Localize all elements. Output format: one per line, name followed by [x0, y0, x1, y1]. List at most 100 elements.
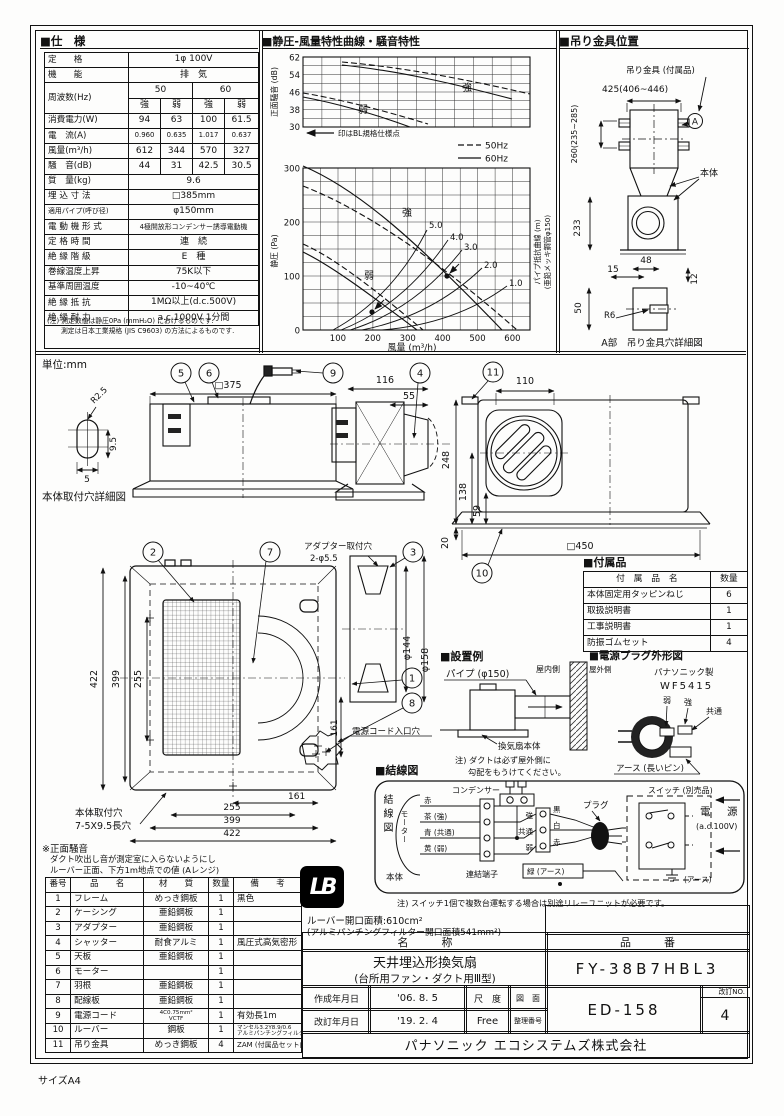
spec-value: 0.637: [223, 127, 260, 145]
adapter-hole-label2: 2-φ5.5: [310, 554, 338, 564]
parts-header-note: 備 考: [233, 877, 302, 893]
leader: [669, 176, 700, 187]
install-section-title: ■設置例: [440, 650, 484, 663]
spec-value: 1φ 100V: [127, 51, 260, 69]
accessory-qty: 4: [709, 635, 749, 652]
part-name: フレーム: [70, 891, 145, 908]
part-note: [233, 993, 302, 1010]
bracket-caption: A部 吊り金具穴詳細図: [601, 337, 703, 349]
dim-399: 399: [111, 670, 122, 688]
dim-59: 59: [472, 505, 483, 517]
balloon-1: 1: [409, 674, 415, 685]
part-qty: 1: [207, 1022, 235, 1039]
plug-glyph: [591, 822, 609, 850]
part-no: 5: [44, 949, 72, 966]
dim-255b: 255: [223, 803, 240, 813]
bracket-front-view: [620, 195, 686, 255]
part-mat: 耐食アルミ: [143, 935, 209, 951]
power-cord-glyph: [249, 365, 300, 405]
balloon-3: 3: [410, 548, 416, 559]
r6-label: R6: [604, 311, 615, 321]
part-no: 9: [44, 1008, 72, 1024]
pressure-axis-ticks: 300 200 100 0: [284, 165, 300, 337]
noise-strong-label: 強: [462, 81, 472, 94]
part-no: 2: [44, 906, 72, 922]
accessory-qty: 1: [709, 619, 749, 636]
part-no: 6: [44, 964, 72, 981]
switch-dashed-box: [626, 795, 712, 881]
sheet-frame-outer: [30, 25, 753, 1064]
outdoor-label: 屋外側: [589, 664, 612, 674]
chart-section-title: ■静圧-風量特性曲線・騒音特性: [262, 33, 556, 49]
dimension-drawings: R2.5 9.5 5 本体取付穴詳細図 □375: [42, 361, 745, 908]
accessories-table: 付 属 品 名 数量 本体固定用タッピンねじ 6 取扱説明書 1 工事説明書 1…: [583, 571, 749, 652]
divider: [259, 30, 260, 353]
noise-tick: 54: [289, 71, 300, 81]
parts-header-mat: 材 質: [143, 877, 209, 893]
pq-fan-curves: [302, 165, 518, 331]
spec-label: 風量(m³/h): [44, 143, 129, 160]
part-mat: 亜鉛鋼板: [143, 993, 209, 1010]
part-note: ZAM (付属品セット内): [233, 1037, 302, 1054]
adapter-detail: φ144 φ158 アダプター取付穴 2-φ5.5 161 電源コード入口穴: [301, 541, 432, 771]
color-red: 赤: [553, 838, 561, 847]
front-noise-title: ※正面騒音: [42, 844, 88, 855]
spec-label: 巻線温度上昇: [44, 264, 129, 281]
spec-table: 定 格 1φ 100V 機 能 排 気 周波数(Hz) 50 60 強 弱 強 …: [44, 51, 260, 327]
noise-chart-frame: [302, 56, 531, 128]
unit-note: 単位:mm: [42, 359, 87, 371]
spec-value: 4極開放形コンデンサー誘導電動機: [127, 219, 260, 236]
pq-chart-grid: [303, 168, 530, 330]
part-name: 電源コード: [70, 1008, 145, 1024]
spec-value: 排 気: [127, 67, 260, 84]
pq-weak-label: 弱: [364, 270, 374, 282]
part-mat: 亜鉛鋼板: [143, 920, 209, 937]
spec-label: 質 量(kg): [44, 173, 129, 190]
color-black: 黒: [553, 805, 561, 814]
spec-value: 弱: [160, 97, 193, 114]
q-tick: 500: [469, 334, 485, 344]
part-no: 4: [44, 935, 72, 951]
bracket-width-dim: 425(406~446): [602, 85, 668, 95]
condenser-label: コンデンサー: [452, 785, 500, 795]
front-view: 422 399 255 161 255 399 422 本体取付穴 7-5X9.…: [75, 559, 345, 844]
cord-entry-shape: [301, 730, 343, 771]
spec-value: 570: [192, 143, 225, 160]
spec-note-line2: 測定は日本工業規格 (JIS C9603) の方法によるものです.: [61, 327, 235, 336]
part-mat: 亜鉛鋼板: [143, 949, 209, 966]
part-mat: 亜鉛鋼板: [143, 979, 209, 995]
spec-label: 機 能: [44, 67, 129, 84]
pipe-label: 4.0: [450, 233, 464, 243]
q-tick: 100: [330, 334, 346, 344]
scale-value: Free: [464, 1008, 511, 1034]
pq-strong-label: 強: [402, 206, 412, 219]
install-note2: 勾配をもうけてください。: [468, 767, 566, 777]
ground-symbol: [666, 869, 678, 882]
balloon-callouts: 5 6 9 4 11 2 7 3 10 1 8: [142, 361, 504, 743]
plug-weak-label: 弱: [663, 696, 671, 705]
balloon-7: 7: [267, 548, 273, 559]
leader: [615, 308, 649, 319]
dim-255: 255: [133, 670, 144, 688]
dim-422: 422: [89, 670, 100, 688]
part-mat: 鋼板: [143, 1022, 209, 1039]
part-qty: 1: [207, 979, 235, 995]
dim-50: 50: [574, 302, 584, 314]
pipe-label: 3.0: [464, 243, 478, 253]
leader: [697, 76, 707, 112]
part-no: 3: [44, 920, 72, 937]
front-noise-line2: ルーバー正面、下方1m地点での値 (Aレンジ): [50, 864, 220, 878]
install-note1: 注) ダクトは必ず屋外側に: [455, 755, 551, 765]
terminal-label: 連結端子: [466, 869, 498, 879]
wiring-note: 注) スイッチ1個で複数台運転する場合は別途リレーユニットが必要です。: [397, 898, 669, 908]
balloon-9: 9: [330, 369, 336, 380]
wire-brown: 茶 (強): [424, 811, 447, 821]
dim-55: 55: [403, 391, 415, 402]
spec-label: 絶 縁 階 級: [44, 249, 129, 266]
revised-date-label: 改訂年月日: [302, 1008, 371, 1034]
bl-operating-points: [369, 263, 460, 315]
p-tick: 100: [284, 273, 300, 283]
